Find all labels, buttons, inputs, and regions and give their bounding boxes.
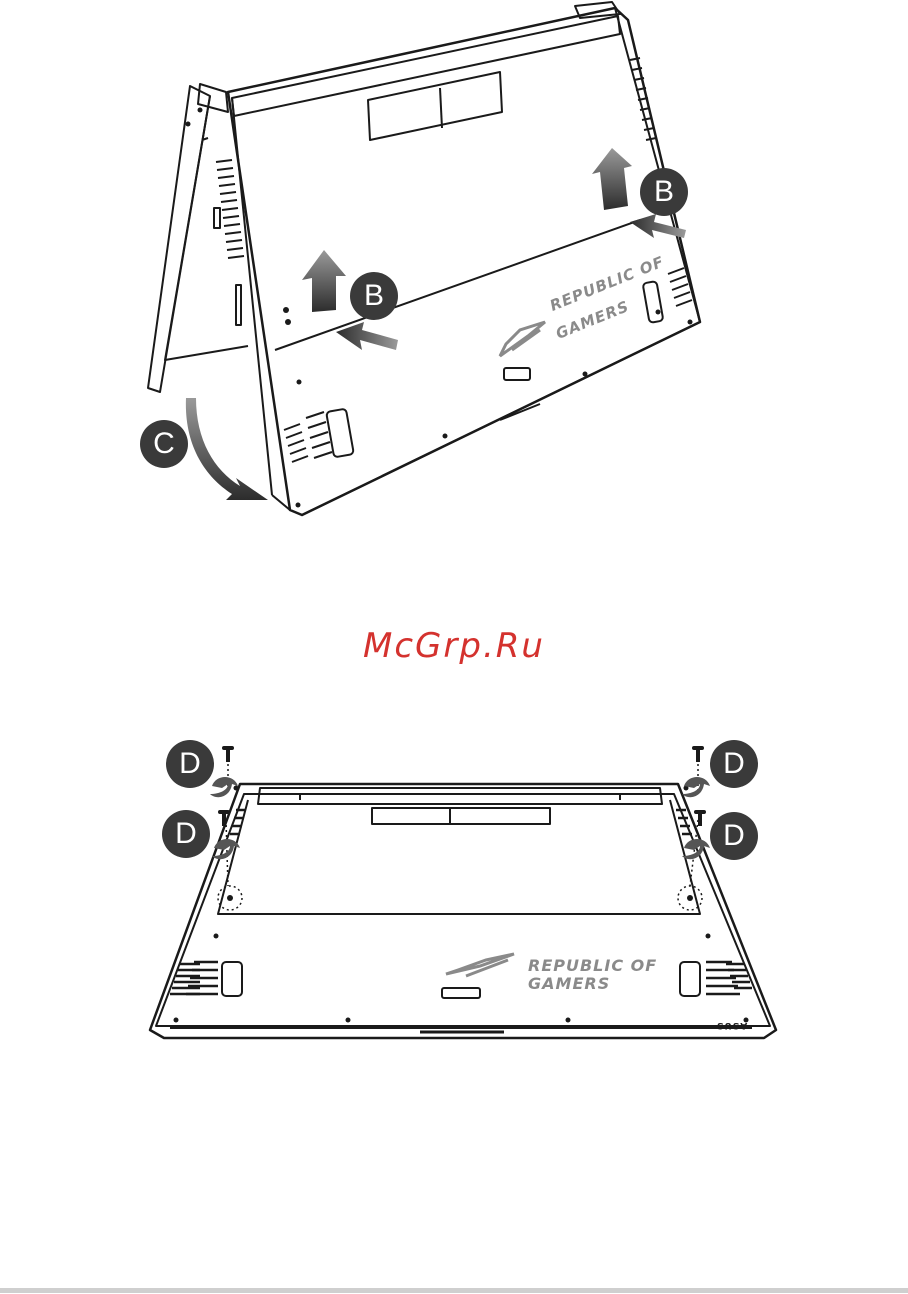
underside-illustration: D D D D REPUBLIC OF GAMERS ASUS: [0, 730, 908, 1050]
step-label-d-top-left: D: [166, 740, 214, 788]
push-arrow-lower-icon: [336, 322, 398, 350]
screw-mid-right-icon: [694, 810, 706, 826]
underside-drawing: [0, 730, 908, 1050]
lift-arrow-lower-icon: [302, 250, 346, 312]
watermark-text: McGrp.Ru: [0, 626, 908, 666]
brand-line-1-bottom: REPUBLIC OF: [528, 958, 657, 974]
step-label-d-mid-left: D: [162, 810, 210, 858]
lift-arrow-upper-icon: [592, 148, 632, 210]
step-label-d-mid-right: D: [710, 812, 758, 860]
step-label-c: C: [140, 420, 188, 468]
step-label-d-top-right: D: [710, 740, 758, 788]
rotate-arrow-c-icon: [186, 398, 268, 500]
rog-logo-icon-bottom: [446, 954, 514, 976]
step-label-b-lower: B: [350, 272, 398, 320]
tent-mode-drawing: [0, 0, 908, 540]
page-bottom-rule: [0, 1288, 908, 1293]
brand-line-2-bottom: GAMERS: [528, 976, 610, 992]
tent-mode-illustration: B B C REPUBLIC OF GAMERS: [0, 0, 908, 540]
maker-mark: ASUS: [716, 1020, 747, 1029]
screw-top-left-icon: [222, 746, 234, 762]
step-label-b-upper: B: [640, 168, 688, 216]
rog-logo-icon: [500, 322, 545, 356]
screw-top-right-icon: [692, 746, 704, 762]
